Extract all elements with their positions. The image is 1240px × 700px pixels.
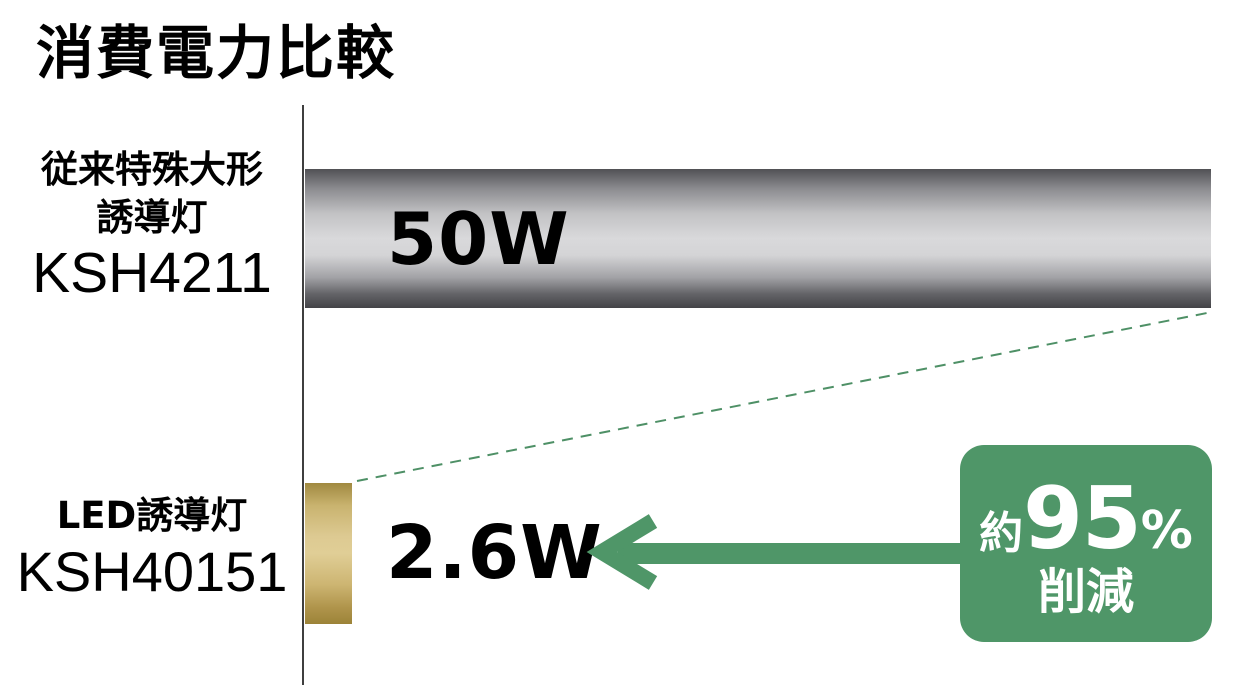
reduction-percent-sign: % [1140,500,1193,561]
reduction-suffix: 削減 [1037,563,1134,620]
value-label-conventional: 50W [387,196,570,281]
category-name-line2: 誘導灯 [96,196,208,239]
left-arrow-icon [586,514,658,590]
category-name-line1: 従来特殊大形 [41,148,263,191]
model-number-conventional: KSH4211 [32,241,272,305]
category-label-led: LED誘導灯 KSH40151 [8,492,296,604]
chart-title: 消費電力比較 [36,19,397,87]
reduction-prefix: 約 [979,507,1024,559]
category-name-led: LED誘導灯 [56,494,248,537]
reduction-value: 95 [1023,468,1142,569]
y-axis-line [302,105,304,685]
bar-led [305,483,352,624]
bar-conventional: 50W [305,169,1211,308]
reduction-badge: 約 95 % 削減 [960,445,1212,642]
reduction-arrow-shaft [618,543,962,564]
value-label-led: 2.6W [386,510,603,596]
reduction-badge-line1: 約 95 % [979,476,1193,562]
category-label-conventional: 従来特殊大形 誘導灯 KSH4211 [8,146,296,304]
model-number-led: KSH40151 [16,540,288,603]
